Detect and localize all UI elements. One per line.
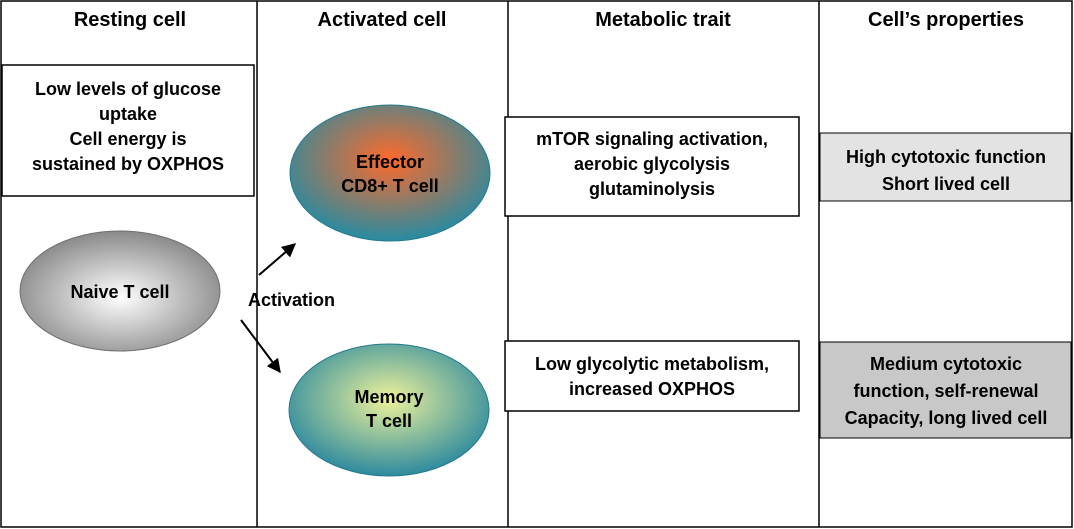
resting-description-text-line-1: Low levels of glucose [35, 79, 221, 99]
metabolic-memory-text-line-1: Low glycolytic metabolism, [535, 354, 769, 374]
memory-cell-label: Memory T cell [354, 387, 423, 431]
resting-description-text-line-3: Cell energy is [69, 129, 186, 149]
metabolic-effector-text: mTOR signaling activation, aerobic glycol… [536, 129, 768, 199]
property-effector-text-line-1: High cytotoxic function [846, 147, 1046, 167]
effector-cell-label-line-1: Effector [356, 152, 424, 172]
metabolic-effector-text-line-2: aerobic glycolysis [574, 154, 730, 174]
property-effector-text-line-2: Short lived cell [882, 174, 1010, 194]
header-cell-properties: Cell’s properties [868, 9, 1024, 31]
effector-cd8-t-cell [289, 104, 491, 242]
metabolic-memory-box [504, 340, 800, 412]
resting-description-text-line-4: sustained by OXPHOS [32, 154, 224, 174]
activation-label: Activation [248, 290, 335, 310]
metabolic-memory-text-line-2: increased OXPHOS [569, 379, 735, 399]
header-metabolic-trait: Metabolic trait [595, 9, 731, 31]
property-memory-text-line-2: function, self-renewal [853, 381, 1038, 401]
resting-description-text-line-2: uptake [99, 104, 157, 124]
metabolic-effector-text-line-1: mTOR signaling activation, [536, 129, 768, 149]
property-memory-box [819, 341, 1072, 439]
header-activated-cell: Activated cell [318, 9, 447, 31]
metabolic-effector-text-line-3: glutaminolysis [589, 179, 715, 199]
arrow-to-effector [258, 243, 297, 276]
property-memory-text-line-1: Medium cytotoxic [870, 354, 1022, 374]
naive-t-cell-label-line-1: Naive T cell [70, 282, 169, 302]
memory-cell-label-line-1: Memory [354, 387, 423, 407]
property-effector-box [819, 132, 1072, 202]
arrow-to-memory [240, 319, 281, 374]
property-memory-text: Medium cytotoxic function, self-renewalCa… [845, 354, 1048, 428]
naive-t-cell [19, 230, 221, 352]
metabolic-memory-text: Low glycolytic metabolism, increased OXPH… [535, 354, 769, 399]
property-memory-text-line-3: Capacity, long lived cell [845, 408, 1048, 428]
memory-t-cell [288, 343, 490, 477]
memory-cell-label-line-2: T cell [366, 411, 412, 431]
header-resting-cell: Resting cell [74, 9, 186, 31]
effector-cell-label-line-2: CD8+ T cell [341, 176, 439, 196]
resting-description-box [1, 64, 255, 197]
metabolic-effector-box [504, 116, 800, 217]
naive-t-cell-label: Naive T cell [70, 282, 169, 302]
